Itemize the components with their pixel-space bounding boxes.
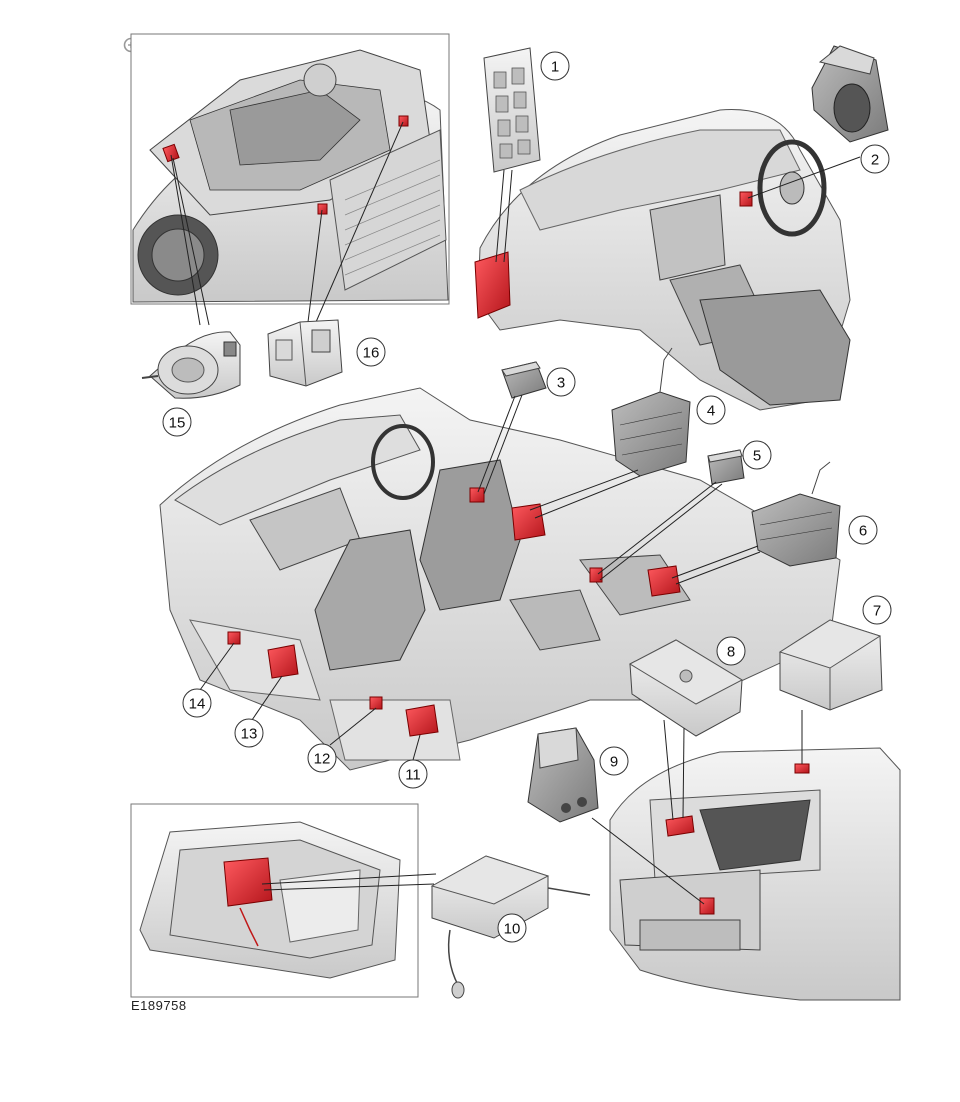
roof-console-inset [130, 803, 419, 998]
callout-number: 5 [753, 448, 761, 465]
callout-number: 4 [707, 403, 715, 420]
callout-circle [307, 743, 337, 773]
callout-circle [716, 636, 746, 666]
callout-circle [696, 395, 726, 425]
leader-line-2 [747, 156, 861, 199]
callout-circle [742, 440, 772, 470]
callout-1: 1 [540, 51, 570, 81]
component-6-seat-module [751, 461, 841, 567]
callout-circle [546, 367, 576, 397]
figure-reference-code: E189758 [131, 998, 187, 1013]
callout-number: 14 [189, 696, 206, 713]
component-7-module [778, 619, 883, 711]
callout-circle [497, 913, 527, 943]
callout-number: 15 [169, 415, 186, 432]
callout-circle [356, 337, 386, 367]
leader-lines-3 [477, 394, 523, 495]
component-15-sounder [141, 331, 241, 399]
component-4-seat-module [611, 347, 691, 477]
callout-number: 11 [405, 767, 421, 784]
callout-circle [848, 515, 878, 545]
callout-circle [398, 759, 428, 789]
leader-lines-8 [663, 719, 685, 821]
callout-15: 15 [162, 407, 192, 437]
component-3-module [501, 361, 547, 399]
callout-3: 3 [546, 367, 576, 397]
callout-10: 10 [497, 913, 527, 943]
callout-11: 11 [398, 759, 428, 789]
component-1-body-control-module [483, 47, 541, 173]
callout-number: 7 [873, 603, 881, 620]
callout-6: 6 [848, 515, 878, 545]
dashboard-view [474, 109, 851, 411]
callout-number: 2 [871, 152, 879, 169]
callout-circle [860, 144, 890, 174]
callout-number: 3 [557, 375, 565, 392]
leader-lines-4 [529, 469, 641, 519]
leader-lines-engine [170, 121, 404, 326]
leader-lines-floor [199, 642, 421, 761]
callout-number: 1 [551, 59, 559, 76]
callout-14: 14 [182, 688, 212, 718]
callout-circle [599, 746, 629, 776]
callout-number: 9 [610, 754, 618, 771]
leader-lines-1 [495, 169, 513, 263]
leader-lines-10 [261, 873, 437, 891]
callout-circle [182, 688, 212, 718]
callout-number: 12 [314, 751, 331, 768]
component-5-module [707, 449, 745, 485]
callout-8: 8 [716, 636, 746, 666]
callout-number: 8 [727, 644, 735, 661]
callout-number: 6 [859, 523, 867, 540]
component-8-module [628, 639, 744, 737]
rear-vehicle-view [609, 747, 901, 1001]
callout-2: 2 [860, 144, 890, 174]
callout-number: 13 [241, 726, 258, 743]
callout-7: 7 [862, 595, 892, 625]
callout-circle [540, 51, 570, 81]
leader-lines-5 [597, 481, 723, 581]
callout-16: 16 [356, 337, 386, 367]
callout-13: 13 [234, 718, 264, 748]
component-16-module [267, 319, 343, 387]
callout-5: 5 [742, 440, 772, 470]
callout-circle [234, 718, 264, 748]
callout-12: 12 [307, 743, 337, 773]
callout-number: 10 [504, 921, 521, 938]
engine-bay-inset [130, 33, 450, 305]
component-9-latch-module [527, 727, 599, 823]
callout-circle [162, 407, 192, 437]
leader-line-9 [591, 817, 705, 905]
leader-lines-6 [671, 545, 761, 585]
component-2-module [811, 45, 889, 143]
callout-9: 9 [599, 746, 629, 776]
callout-circle [862, 595, 892, 625]
callout-number: 16 [363, 345, 380, 362]
callout-4: 4 [696, 395, 726, 425]
